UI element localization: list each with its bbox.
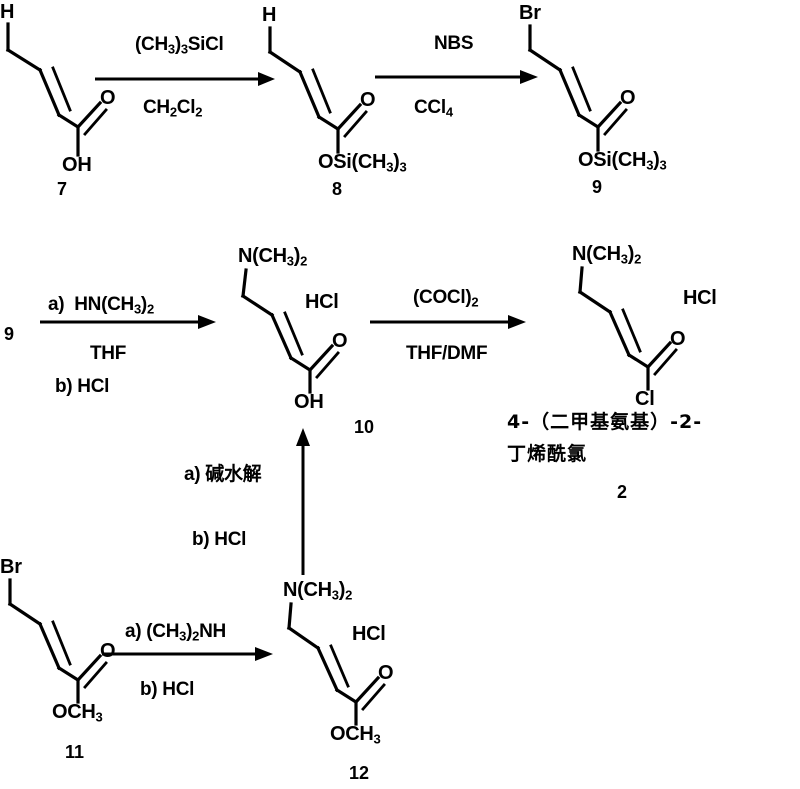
compound-10-oh-label: OH	[294, 391, 324, 413]
step-a-prefix: a)	[48, 294, 65, 315]
arrow-4-solvent-label: THF/DMF	[406, 343, 488, 364]
compound-2-chinese-name-line2: 丁烯酰氯	[507, 443, 588, 465]
hnme2-text: HN(CH3)2	[74, 294, 154, 317]
oxalyl-chloride-text: (COCl)2	[413, 287, 479, 310]
compound-9-osi-label: OSi(CH3)3	[578, 149, 667, 173]
compound-12-nme2-label: N(CH3)2	[283, 580, 352, 602]
nme2-text-10: N(CH3)2	[238, 245, 308, 269]
compound-8-carbonyl-o-label: O	[360, 89, 376, 111]
vertical-arrow-step-b-label: b) HCl	[192, 529, 247, 550]
dimethylamine-text: (CH3)2NH	[146, 621, 226, 644]
arrow-2-solvent-label: CCl4	[414, 98, 453, 119]
compound-7-oh-label: OH	[62, 154, 92, 176]
ccl4-text: CCl4	[414, 97, 453, 120]
compound-12-hcl-salt-label: HCl	[352, 623, 386, 645]
compound-2-bonds	[577, 266, 678, 391]
compound-11-carbonyl-o-label: O	[100, 640, 116, 662]
compound-10-number: 10	[354, 417, 375, 437]
compound-2-cl-label: Cl	[635, 388, 655, 410]
compound-2-nme2-label: N(CH3)2	[572, 244, 641, 266]
compound-10-carbonyl-o-label: O	[332, 330, 348, 352]
compound-12-och3-label: OCH3	[330, 723, 381, 747]
hydrolysis-chinese-text: 碱水解	[205, 463, 262, 485]
arrow-3-solvent-label: THF	[90, 343, 127, 364]
compound-11-och3-label: OCH3	[52, 701, 103, 725]
arrow-3-step-a-label: a) HN(CH3)2	[48, 295, 154, 316]
step-a-prefix-row3: a)	[125, 621, 142, 642]
compound-7-bonds	[5, 22, 108, 157]
compound-9-number: 9	[592, 177, 603, 197]
compound-11-bonds	[7, 578, 108, 704]
compound-7-number: 7	[57, 179, 68, 199]
compound-2-carbonyl-o-label: O	[670, 328, 686, 350]
arrow-1-solvent-label: CH2Cl2	[143, 98, 202, 119]
compound-12-number: 12	[349, 763, 370, 783]
step-a-prefix-vert: a)	[184, 464, 201, 485]
dcm-text: CH2Cl2	[143, 97, 203, 120]
compound-8-h-label: H	[262, 4, 277, 26]
nme2-text-12: N(CH3)2	[283, 579, 353, 603]
compound-8-number: 8	[332, 179, 343, 199]
och3-text-11: OCH3	[52, 701, 103, 725]
compound-9-br-label: Br	[519, 2, 541, 24]
row2-start-compound-label: 9	[4, 324, 15, 344]
compound-10-nme2-label: N(CH3)2	[238, 246, 307, 268]
compound-12-bonds	[286, 602, 386, 726]
compound-10-hcl-salt-label: HCl	[305, 291, 339, 313]
compound-10-bonds	[240, 268, 340, 394]
osi-text-9: OSi(CH3)3	[578, 149, 667, 173]
compound-2-chinese-name-line1: 4-（二甲基氨基）-2-	[507, 411, 703, 433]
arrow-5-step-a-label: a) (CH3)2NH	[125, 622, 226, 643]
compound-7-h-label: H	[0, 1, 15, 23]
arrow-3-step-b-label: b) HCl	[55, 376, 110, 397]
compound-7-carbonyl-o-label: O	[100, 87, 116, 109]
compound-11-br-label: Br	[0, 556, 22, 578]
och3-text-12: OCH3	[330, 723, 381, 747]
tmscl-text: (CH3)3SiCl	[135, 34, 224, 57]
arrow-2-reagent-label: NBS	[434, 33, 474, 54]
compound-9-carbonyl-o-label: O	[620, 87, 636, 109]
vertical-arrow-step-a-label: a) 碱水解	[184, 463, 262, 485]
nme2-text-2: N(CH3)2	[572, 243, 642, 267]
arrow-1-reagent-label: (CH3)3SiCl	[135, 35, 224, 56]
compound-12-carbonyl-o-label: O	[378, 662, 394, 684]
compound-2-hcl-salt-label: HCl	[683, 287, 717, 309]
compound-2-number: 2	[617, 482, 628, 502]
arrow-4-reagent-label: (COCl)2	[413, 287, 479, 310]
compound-9-bonds	[527, 24, 628, 152]
compound-8-osi-label: OSi(CH3)3	[318, 151, 407, 175]
compound-11-number: 11	[65, 742, 85, 762]
arrow-5-step-b-label: b) HCl	[140, 679, 195, 700]
osi-text: OSi(CH3)3	[318, 151, 407, 175]
compound-8-bonds	[267, 26, 368, 154]
